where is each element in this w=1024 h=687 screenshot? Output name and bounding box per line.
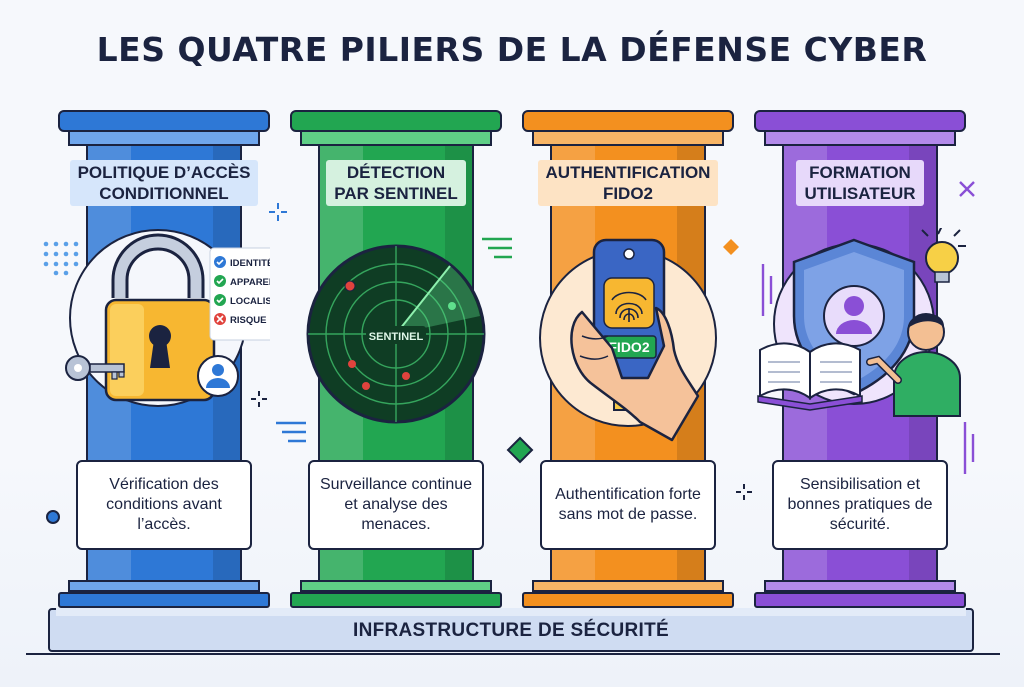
pillar-base-upper [764, 580, 956, 592]
pillar-title-line1: FORMATION [809, 163, 911, 182]
foundation-label: INFRASTRUCTURE DE SÉCURITÉ [352, 620, 670, 641]
pillar-capital [754, 110, 966, 132]
pillar-capital-lower [68, 132, 260, 146]
pillar-description: Surveillance continue et analyse des men… [308, 460, 484, 550]
radar-illustration: SENTINEL [306, 244, 486, 424]
sparkle-icon [251, 391, 267, 407]
user-avatar-icon [197, 355, 239, 397]
speed-lines-decoration [276, 421, 306, 443]
close-x-decoration [959, 181, 975, 197]
user-profile-icon [823, 285, 885, 347]
pillar-title: POLITIQUE D’ACCÈS CONDITIONNEL [58, 160, 270, 206]
pillar-title-line2: PAR SENTINEL [334, 184, 458, 203]
dot-grid-decoration [43, 241, 79, 276]
vertical-lines-decoration [963, 422, 975, 474]
pillar-title: FORMATION UTILISATEUR [754, 160, 966, 206]
pillar-base [290, 592, 502, 608]
instructor-figure [866, 313, 961, 417]
diamond-decoration [506, 436, 534, 464]
pillar-capital [522, 110, 734, 132]
pillar-base [58, 592, 270, 608]
dot-decoration [46, 510, 60, 524]
pillar-title-line1: DÉTECTION [346, 163, 446, 182]
pillar-base-upper [300, 580, 492, 592]
page-title: LES QUATRE PILIERS DE LA DÉFENSE CYBER [96, 30, 928, 69]
pillar-base-upper [532, 580, 724, 592]
checklist: IDENTITÉ APPAREIL LOCALISATION RISQUE [214, 256, 270, 326]
padlock-illustration: IDENTITÉ APPAREIL LOCALISATION RISQUE [65, 229, 270, 407]
foundation-highlight [56, 608, 966, 616]
pillar-base [522, 592, 734, 608]
key-label: FIDO2 [608, 339, 649, 355]
pillar-capital [290, 110, 502, 132]
ground-line [26, 653, 1000, 655]
pillar-title: AUTHENTIFICATION FIDO2 [522, 160, 734, 206]
pillar-title: DÉTECTION PAR SENTINEL [290, 160, 502, 206]
radar-label: SENTINEL [369, 331, 424, 343]
pillar-capital-lower [532, 132, 724, 146]
pillar-title-line2: FIDO2 [602, 184, 654, 203]
security-key-illustration: FIDO2 [539, 238, 717, 442]
pillar-title-line1: AUTHENTIFICATION [545, 163, 711, 182]
pillar-base [754, 592, 966, 608]
key-icon [65, 355, 125, 381]
pillar-capital-lower [764, 132, 956, 146]
pillar-title-line1: POLITIQUE D’ACCÈS [77, 163, 251, 182]
diamond-decoration [723, 239, 739, 255]
training-illustration [757, 228, 966, 417]
open-book-icon [757, 342, 863, 411]
pillar-capital-lower [300, 132, 492, 146]
checklist-item-localisation: LOCALISATION [230, 296, 270, 307]
pillar-sentinel-detection: DÉTECTION PAR SENTINEL SENTINEL Surveilla… [290, 110, 502, 608]
lightbulb-icon [921, 228, 966, 283]
pillar-title-line2: CONDITIONNEL [99, 184, 229, 203]
pillar-description: Sensibilisation et bonnes pratiques de s… [772, 460, 948, 550]
checklist-item-risque: RISQUE [230, 315, 266, 326]
pillar-title-line2: UTILISATEUR [804, 184, 916, 203]
pillar-description: Vérification des conditions avant l’accè… [76, 460, 252, 550]
sparkle-icon [736, 484, 752, 500]
pillar-fido2-auth: AUTHENTIFICATION FIDO2 FIDO2 Authentifica… [522, 110, 734, 608]
vertical-lines-decoration [761, 264, 773, 316]
fingerprint-icon [611, 291, 647, 322]
speed-lines-decoration [482, 237, 512, 259]
pillar-description: Authentification forte sans mot de passe… [540, 460, 716, 550]
checklist-item-appareil: APPAREIL [230, 277, 270, 288]
pillar-base-upper [68, 580, 260, 592]
checklist-item-identite: IDENTITÉ [230, 258, 270, 269]
pillar-conditional-access: POLITIQUE D’ACCÈS CONDITIONNEL [58, 110, 270, 608]
sparkle-icon [269, 203, 287, 221]
pillar-user-training: FORMATION UTILISATEUR [754, 110, 966, 608]
pillar-capital [58, 110, 270, 132]
